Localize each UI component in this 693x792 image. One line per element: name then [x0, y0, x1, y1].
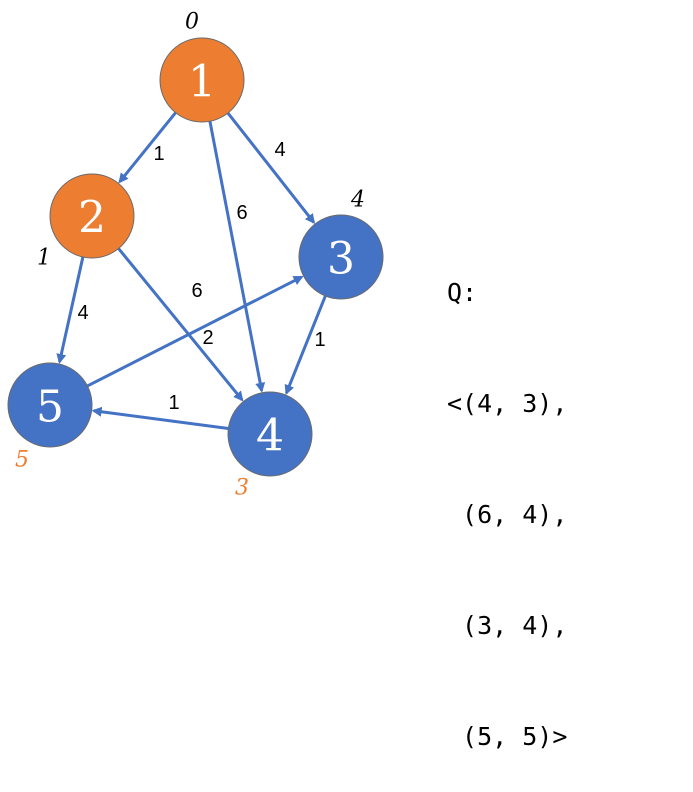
edges-layer: 1 4 6 4 2 6 1 1 — [56, 111, 327, 430]
node-label-3: 3 — [327, 234, 355, 285]
node-label-4: 4 — [256, 411, 284, 462]
node-distance-3: 4 — [350, 188, 365, 213]
node-distance-5: 5 — [15, 448, 29, 473]
queue-line: <(4, 3), — [447, 389, 568, 418]
queue-title: Q: — [447, 278, 478, 307]
edge-5-to-3 — [86, 275, 304, 388]
edge-weight-1-4: 6 — [236, 202, 247, 224]
node-5: 55 — [7, 362, 93, 473]
edge-weight-1-3: 4 — [274, 139, 285, 161]
node-label-1: 1 — [188, 57, 216, 108]
node-circle-4 — [227, 391, 313, 477]
node-2: 21 — [37, 173, 135, 271]
edge-1-to-2 — [118, 111, 177, 184]
node-circle-2 — [49, 173, 135, 259]
edge-2-to-5 — [56, 256, 85, 365]
edge-1-to-3 — [226, 112, 316, 224]
edge-2-to-4 — [117, 247, 244, 402]
node-4: 43 — [227, 391, 313, 501]
queue-line: (3, 4), — [447, 611, 568, 640]
node-circle-5 — [7, 362, 93, 448]
node-circle-1 — [159, 37, 245, 123]
edge-weight-1-2: 1 — [153, 143, 164, 165]
edge-weight-4-5: 1 — [168, 392, 179, 414]
edge-weight-2-5: 4 — [77, 302, 88, 324]
edge-1-to-4 — [208, 120, 266, 393]
edge-weight-5-3: 6 — [191, 280, 202, 302]
queue-line: (5, 5)> — [447, 722, 568, 751]
edge-weight-3-4: 1 — [314, 329, 325, 351]
node-distance-4: 3 — [235, 476, 249, 501]
edge-4-to-5 — [91, 406, 229, 430]
node-distance-1: 0 — [185, 10, 199, 35]
priority-queue: Q: <(4, 3), (6, 4), (3, 4), (5, 5)> — [447, 200, 567, 792]
node-label-5: 5 — [36, 382, 64, 433]
edge-weight-2-4: 2 — [202, 327, 213, 349]
node-label-2: 2 — [78, 193, 106, 244]
edge-3-to-4 — [284, 295, 327, 396]
node-1: 10 — [159, 10, 245, 123]
node-distance-2: 1 — [37, 246, 51, 271]
queue-line: (6, 4), — [447, 500, 568, 529]
node-circle-3 — [298, 214, 384, 300]
node-3: 34 — [298, 188, 384, 300]
